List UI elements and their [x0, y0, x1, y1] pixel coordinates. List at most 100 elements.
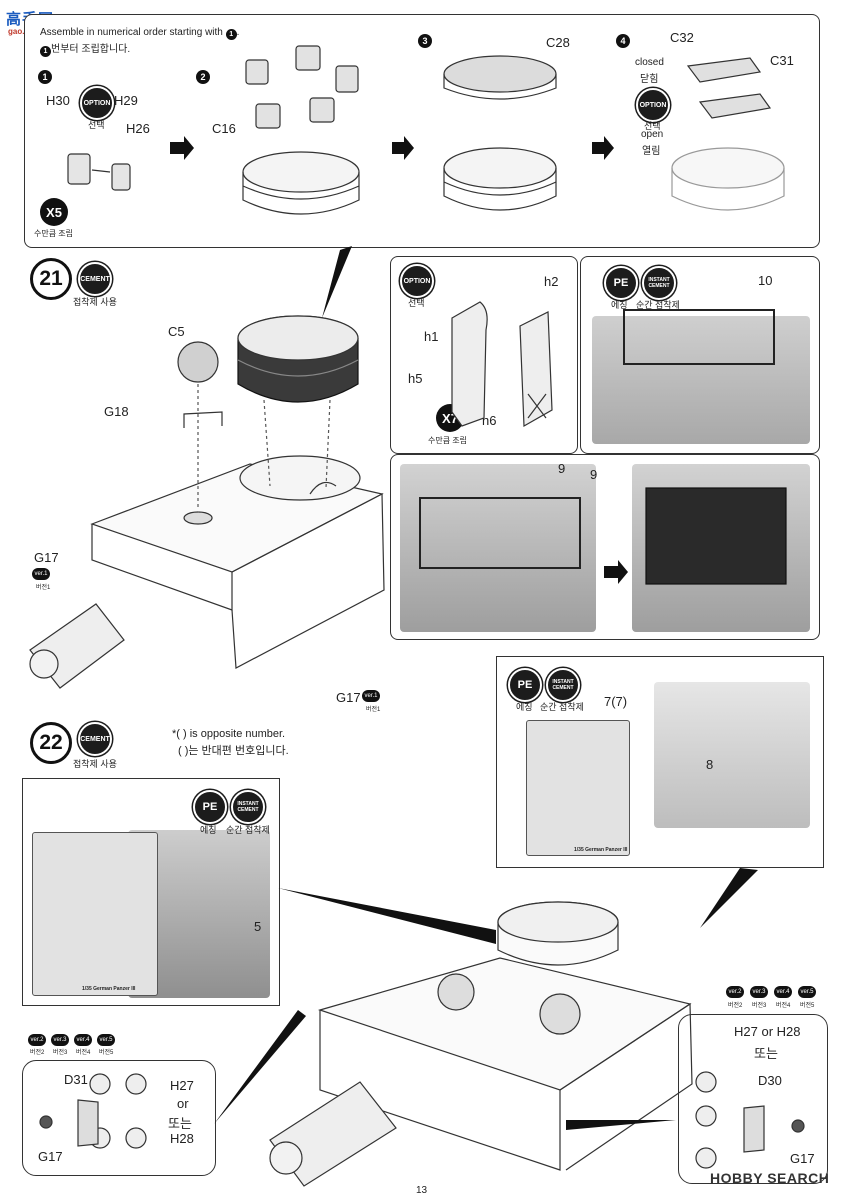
substep-1-number: 1: [38, 70, 52, 84]
ver5-badge-right: ver.5: [798, 986, 816, 998]
instruction-en: Assemble in numerical order starting wit…: [40, 27, 240, 40]
rack-photo-filled: [632, 464, 810, 632]
ver2-kr-right: 버전2: [728, 1003, 743, 1009]
note-en: *( ) is opposite number.: [172, 728, 286, 740]
watermark-hobby-search: HOBBY SEARCH: [710, 1170, 830, 1186]
option-badge: OPTION: [80, 86, 114, 120]
part-label-h5: h5: [408, 371, 423, 386]
pe-sheet-caption-left: 1/35 German Panzer III: [82, 986, 136, 992]
step-21-number: 21: [30, 258, 72, 300]
part-label-h30: H30: [46, 93, 70, 108]
pe-sheet-caption-top: 1/35 German Panzer III: [574, 847, 628, 853]
x5-badge: X5: [40, 198, 68, 226]
option-kr: 선택: [88, 120, 105, 130]
pe-kr-3: 에칭: [200, 825, 217, 835]
ver2-kr-left: 버전2: [30, 1050, 45, 1056]
part-label-c28: C28: [546, 35, 570, 50]
part-label-d30: D30: [758, 1073, 782, 1088]
part-label-g17-a: G17: [34, 550, 59, 565]
kr-or-label-left: 또는: [168, 1116, 192, 1131]
ver3-kr-right: 버전3: [752, 1003, 767, 1009]
ver2-badge-left: ver.2: [28, 1034, 46, 1046]
ver4-badge-left: ver.4: [74, 1034, 92, 1046]
ver1-kr-a: 버전1: [36, 585, 51, 591]
part-label-h29: H29: [114, 93, 138, 108]
instant-cement-badge-3: INSTANT CEMENT: [231, 790, 265, 824]
part-label-c16: C16: [212, 121, 236, 136]
cement-badge-22: CEMENT: [78, 722, 112, 756]
turret-rear-photo: [592, 316, 810, 444]
pe-kr-2: 에칭: [516, 702, 533, 712]
part-label-c31: C31: [770, 53, 794, 68]
cement-badge-21: CEMENT: [78, 262, 112, 296]
pe-badge-1: PE: [604, 266, 638, 300]
pe-fret-sheet-left: [32, 832, 158, 996]
ver5-kr-right: 버전5: [800, 1003, 815, 1009]
part-label-d31: D31: [64, 1072, 88, 1087]
option-kr-h: 선택: [408, 298, 425, 308]
open-label-en: open: [641, 129, 664, 140]
ver4-kr-right: 버전4: [776, 1003, 791, 1009]
ver1-badge-b: ver.1: [362, 690, 380, 702]
part-label-c5: C5: [168, 324, 185, 339]
open-label-kr: 열림: [642, 146, 661, 157]
closed-label-en: closed: [635, 57, 664, 68]
instant-kr-1: 순간 접착제: [636, 300, 680, 310]
x7-badge: X7: [436, 404, 464, 432]
cement-kr-22: 접착제 사용: [73, 759, 117, 769]
instant-cement-badge-1: INSTANT CEMENT: [642, 266, 676, 300]
pe-badge-3: PE: [193, 790, 227, 824]
page-number: 13: [416, 1185, 428, 1196]
ver1-kr-b: 버전1: [366, 707, 381, 713]
note-kr: ( )는 반대편 번호입니다.: [178, 745, 289, 757]
hull-side-photo: [654, 682, 810, 828]
part-label-h27-left: H27: [170, 1078, 194, 1093]
part-label-h27-h28-right: H27 or H28: [734, 1024, 801, 1039]
part-label-g18-b: G18: [280, 470, 305, 485]
part-label-h1: h1: [424, 329, 439, 344]
part-label-h28-left: H28: [170, 1131, 194, 1146]
ver5-kr-left: 버전5: [99, 1050, 114, 1056]
pe-fret-sheet-top: [526, 720, 630, 856]
pe-badge-2: PE: [508, 668, 542, 702]
left-headlight-detail-panel: [22, 1060, 216, 1176]
option-kr-4: 선택: [644, 121, 661, 131]
part-label-10: 10: [758, 273, 773, 288]
ver4-badge-right: ver.4: [774, 986, 792, 998]
instant-cement-badge-2: INSTANT CEMENT: [546, 668, 580, 702]
step-22-number: 22: [30, 722, 72, 764]
part-label-7-7: 7(7): [604, 694, 628, 709]
part-label-g17-b: G17: [336, 690, 361, 705]
kr-or-label-right: 또는: [754, 1046, 778, 1061]
closed-label-kr: 닫힘: [640, 74, 659, 85]
x7-kr: 수만큼 조립: [428, 436, 468, 445]
instant-kr-3: 순간 접착제: [226, 825, 270, 835]
part-label-c32: C32: [670, 30, 694, 45]
part-label-g18-a: G18: [104, 404, 129, 419]
substep-4-number: 4: [616, 34, 630, 48]
part-label-8: 8: [706, 757, 714, 772]
option-badge-h: OPTION: [400, 264, 434, 298]
ver5-badge-left: ver.5: [97, 1034, 115, 1046]
part-label-g17-left: G17: [38, 1149, 63, 1164]
part-label-9-b: 9: [590, 467, 598, 482]
ver3-badge-left: ver.3: [51, 1034, 69, 1046]
ver3-kr-left: 버전3: [53, 1050, 68, 1056]
ver3-badge-right: ver.3: [750, 986, 768, 998]
option-badge-4: OPTION: [636, 88, 670, 122]
rack-photo-empty: [400, 464, 596, 632]
step-num-1-icon: 1: [225, 29, 237, 40]
part-label-g17-right: G17: [790, 1151, 815, 1166]
or-label-left: or: [177, 1096, 189, 1111]
cement-kr-21: 접착제 사용: [73, 297, 117, 307]
substep-2-number: 2: [196, 70, 210, 84]
part-label-9-a: 9: [558, 461, 566, 476]
instant-kr-2: 순간 접착제: [540, 702, 584, 712]
x5-kr: 수만큼 조립: [34, 229, 74, 238]
substep-3-number: 3: [418, 34, 432, 48]
pe-kr-1: 에칭: [611, 300, 628, 310]
part-label-h2: h2: [544, 274, 559, 289]
part-label-h6: h6: [482, 413, 497, 428]
ver4-kr-left: 버전4: [76, 1050, 91, 1056]
